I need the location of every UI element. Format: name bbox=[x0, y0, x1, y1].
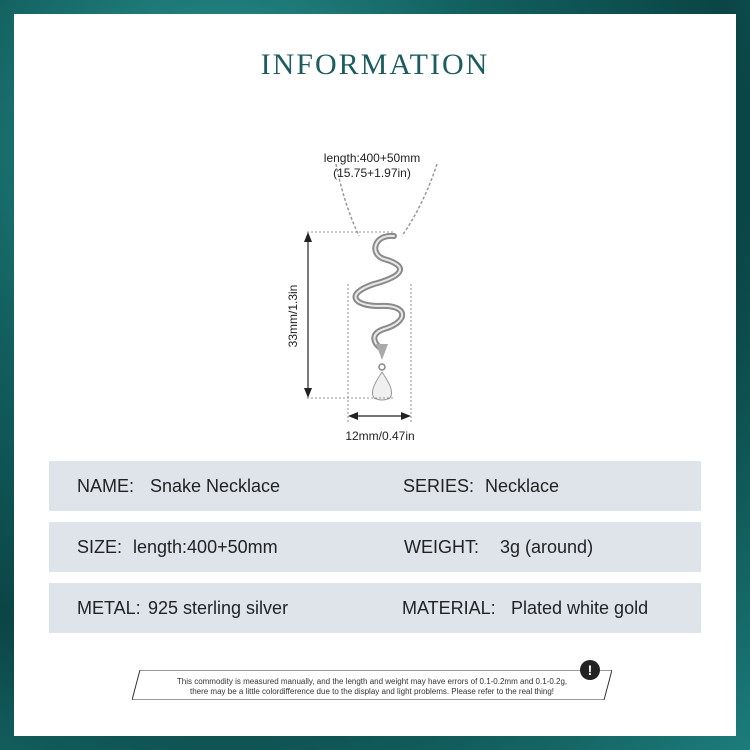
size-label: SIZE: bbox=[77, 537, 123, 557]
spec-row-metal: METAL: 925 sterling silver MATERIAL: Pla… bbox=[49, 583, 701, 633]
chain-length-inch-label: (15.75+1.97in) bbox=[333, 166, 411, 180]
notice-line-1: This commodity is measured manually, and… bbox=[176, 677, 568, 686]
chain-length-label: length:400+50mm bbox=[324, 151, 420, 165]
pendant-link bbox=[378, 363, 386, 371]
name-value: Snake Necklace bbox=[150, 476, 281, 496]
metal-value: 925 sterling silver bbox=[148, 598, 289, 618]
teardrop-stone bbox=[371, 371, 393, 401]
name-label: NAME: bbox=[77, 476, 135, 496]
material-label: MATERIAL: bbox=[402, 598, 496, 618]
series-label: SERIES: bbox=[403, 476, 475, 496]
product-dimension-figure: length:400+50mm (15.75+1.97in) 33mm/1.3i… bbox=[286, 151, 438, 443]
page-title: INFORMATION bbox=[260, 48, 490, 81]
height-label: 33mm/1.3in bbox=[286, 285, 300, 348]
necklace-chain-right bbox=[401, 163, 438, 237]
spec-row-size: SIZE: length:400+50mm WEIGHT: 3g (around… bbox=[49, 522, 701, 572]
width-label: 12mm/0.47in bbox=[345, 429, 414, 443]
series-value: Necklace bbox=[485, 476, 560, 496]
snake-head bbox=[376, 344, 388, 360]
necklace-chain bbox=[335, 163, 360, 237]
notice-frame bbox=[132, 670, 612, 700]
metal-label: METAL: bbox=[77, 598, 141, 618]
snake-pendant-highlight bbox=[354, 234, 404, 350]
material-value: Plated white gold bbox=[511, 598, 649, 618]
size-value: length:400+50mm bbox=[133, 537, 278, 557]
weight-label: WEIGHT: bbox=[404, 537, 479, 557]
weight-value: 3g (around) bbox=[500, 537, 594, 557]
exclamation-icon: ! bbox=[580, 660, 600, 680]
measurement-notice: This commodity is measured manually, and… bbox=[132, 670, 612, 700]
notice-line-2: there may be a little colordifference du… bbox=[189, 687, 555, 696]
info-card: INFORMATION length:400+50mm (15.75+1.97i… bbox=[14, 14, 736, 736]
spec-row-name: NAME: Snake Necklace SERIES: Necklace bbox=[49, 461, 701, 511]
